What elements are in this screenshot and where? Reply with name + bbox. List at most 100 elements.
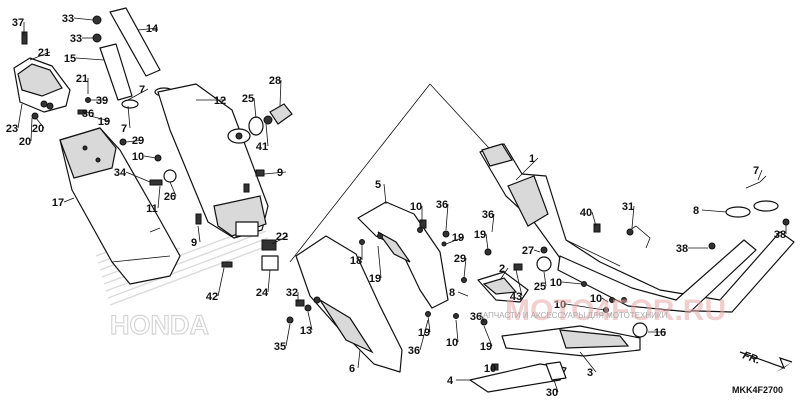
bolt-33b — [92, 33, 102, 43]
callout-label: 14 — [146, 23, 159, 35]
bolt-13 — [304, 304, 312, 312]
callout-leader — [383, 183, 387, 205]
nut-41 — [263, 115, 273, 125]
bolt-10-low2 — [491, 363, 499, 371]
callout-label: 30 — [546, 387, 558, 399]
pipe-15 — [99, 43, 133, 101]
washer-25-mid — [536, 256, 552, 272]
bolt-34 — [149, 179, 163, 186]
callout-leader — [499, 267, 509, 281]
callout-label: 19 — [98, 116, 110, 128]
bolt-20b — [46, 102, 54, 110]
callout-leader — [701, 209, 727, 213]
left-muffler-cap — [59, 127, 117, 179]
lower-cover-6-shade — [319, 299, 374, 354]
callout-label: 41 — [256, 141, 268, 153]
callout-label: 36 — [82, 108, 94, 120]
callout-label: 39 — [96, 95, 108, 107]
callout-label: 35 — [274, 341, 286, 353]
grommet — [313, 296, 321, 304]
callout-leader — [271, 235, 289, 245]
muffler-port-hole — [235, 132, 243, 140]
callout-leader — [377, 245, 382, 279]
front-label: FR. — [741, 350, 762, 367]
bolt-32 — [295, 299, 305, 307]
bolt-27 — [540, 246, 548, 254]
callout-leader — [73, 17, 94, 21]
callout-leader — [481, 315, 485, 323]
callout-leader — [81, 111, 95, 114]
callout-leader — [419, 319, 429, 351]
callout-label: 18 — [350, 255, 362, 267]
callout-leader — [357, 349, 361, 369]
callout-leader — [591, 211, 597, 227]
bolt-19-mid — [441, 241, 447, 247]
gasket-7a — [121, 99, 139, 109]
bolt-10-r3 — [621, 297, 627, 303]
callout-leader — [30, 117, 33, 142]
rubber-24 — [261, 255, 279, 271]
callout-label: 36 — [408, 345, 420, 357]
lower-cover-3-shade — [559, 329, 630, 349]
callout-leader — [455, 319, 459, 343]
callout-label: 43 — [510, 291, 522, 303]
flange-8b — [753, 200, 779, 212]
callout-leader — [127, 105, 131, 129]
callout-leader — [137, 27, 159, 31]
callout-leader — [125, 139, 145, 143]
bolt-37 — [21, 31, 28, 45]
bolt-9a — [195, 213, 202, 225]
grommet-16 — [632, 322, 648, 338]
callout-label: 29 — [454, 253, 466, 265]
callout-leader — [157, 185, 161, 209]
callout-leader — [533, 249, 541, 253]
pipe-14 — [109, 7, 161, 77]
leader-lines — [17, 17, 787, 393]
callout-leader — [267, 269, 271, 293]
bolt-39 — [85, 97, 91, 103]
lower-cover-6 — [295, 235, 403, 373]
callout-leader — [143, 155, 157, 159]
callout-label: 23 — [6, 123, 18, 135]
stud-7-right — [745, 175, 767, 189]
bolt-9b — [255, 169, 265, 177]
right-muffler — [157, 83, 269, 239]
bolt-19-low — [425, 311, 431, 317]
callout-leader — [631, 205, 635, 229]
left-muffler-edge — [111, 227, 171, 263]
callout-leader — [445, 236, 465, 245]
callout-label: 5 — [375, 179, 381, 191]
callout-label: 10 — [550, 277, 562, 289]
pin — [377, 233, 383, 239]
callout-leader — [553, 379, 559, 393]
callout-label: 32 — [286, 287, 298, 299]
callout-label: 38 — [676, 243, 688, 255]
callout-leader — [463, 257, 467, 279]
callout-leader — [63, 197, 75, 203]
bolt-10-mid — [419, 219, 427, 229]
callout-label: 15 — [64, 53, 76, 65]
callout-label: 28 — [269, 75, 281, 87]
bracket-5-shade — [377, 231, 411, 263]
callout-leader — [515, 269, 523, 297]
callout-leader — [285, 323, 291, 347]
callout-label: 25 — [534, 281, 546, 293]
callout-label: 20 — [32, 123, 44, 135]
callout-leader — [127, 88, 149, 101]
clamp-22 — [261, 239, 277, 251]
watermark-logo: MOTO4FOR.RU — [505, 294, 726, 327]
catalyst-section — [507, 175, 549, 227]
sensor-28 — [269, 103, 293, 125]
bolt-35 — [286, 316, 294, 324]
callout-label: 2 — [499, 263, 505, 275]
callout-label: 7 — [139, 84, 145, 96]
callout-leader — [253, 97, 257, 119]
bolt-29-mid — [461, 277, 467, 283]
callout-label: 37 — [12, 17, 24, 29]
callout-label: 4 — [447, 375, 454, 387]
callout-label: 19 — [418, 327, 430, 339]
callout-label: 26 — [164, 191, 176, 203]
callout-label: 10 — [554, 299, 566, 311]
callout-label: 1 — [529, 153, 535, 165]
callout-leader — [515, 157, 539, 181]
